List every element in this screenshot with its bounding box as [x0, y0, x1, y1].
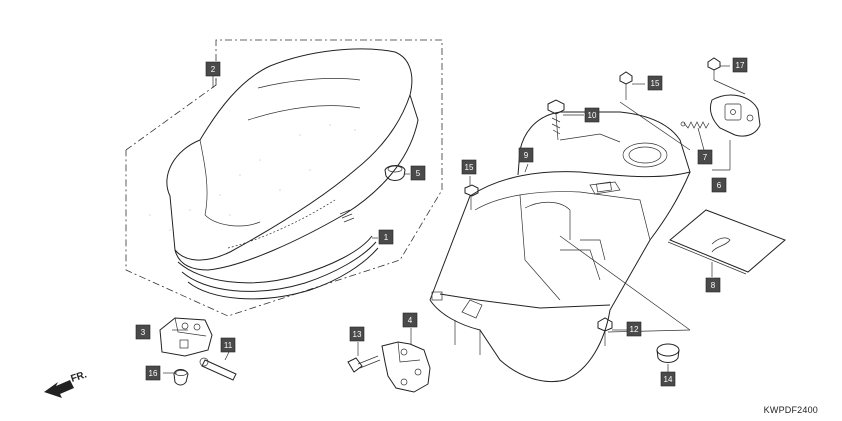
callout-15b[interactable]: 15 [647, 75, 663, 91]
callout-5-label: 5 [416, 169, 421, 178]
bolt-17[interactable] [707, 57, 721, 80]
callout-10[interactable]: 10 [584, 107, 600, 123]
callout-15b-box [647, 75, 663, 91]
manual-pouch[interactable] [667, 209, 786, 275]
callout-14[interactable]: 14 [660, 371, 676, 387]
callout-3-box [135, 324, 151, 340]
seat-band[interactable] [177, 209, 379, 300]
callout-8-box [705, 277, 721, 293]
seat-lock[interactable] [709, 94, 761, 137]
clip[interactable] [173, 369, 189, 386]
front-label: FR. [70, 369, 89, 385]
callout-boxes: 2 5 1 15 15 10 9 17 7 6 8 3 11 16 13 4 12 14 [135, 57, 748, 387]
callout-12-label: 12 [630, 325, 639, 334]
rubber-cap-14[interactable] [656, 343, 680, 363]
callout-6-label: 6 [717, 181, 722, 190]
callout-9[interactable]: 9 [518, 147, 534, 163]
hinge-pin[interactable] [199, 357, 237, 381]
spring[interactable] [680, 121, 710, 129]
hinge-bracket[interactable] [159, 317, 213, 357]
callout-2[interactable]: 2 [205, 61, 221, 77]
callout-4-box [402, 312, 418, 328]
callout-10-label: 10 [588, 111, 597, 120]
callout-12[interactable]: 12 [626, 321, 642, 337]
callout-7-label: 7 [703, 153, 708, 162]
callout-1-box [378, 229, 394, 245]
callout-11-box [220, 337, 236, 353]
seat-rubber[interactable] [384, 165, 406, 181]
callout-17[interactable]: 17 [732, 57, 748, 73]
callout-15a-label: 15 [465, 163, 474, 172]
bolt-10[interactable] [547, 99, 565, 141]
callout-13-label: 13 [353, 330, 362, 339]
callout-16-box [145, 365, 161, 381]
bolt-12[interactable] [597, 317, 613, 346]
callout-11[interactable]: 11 [220, 337, 236, 353]
diagram-code: KWPDF2400 [763, 405, 818, 415]
callout-9-box [518, 147, 534, 163]
front-direction-arrow: FR. [44, 369, 88, 398]
callout-3[interactable]: 3 [135, 324, 151, 340]
bolt-13[interactable] [347, 355, 381, 373]
callout-13-box [349, 326, 365, 342]
callout-3-label: 3 [141, 328, 146, 337]
callout-17-box [732, 57, 748, 73]
callout-16[interactable]: 16 [145, 365, 161, 381]
callout-10-box [584, 107, 600, 123]
callout-14-label: 14 [664, 375, 673, 384]
callout-8-label: 8 [711, 281, 716, 290]
callout-9-label: 9 [524, 151, 529, 160]
seat[interactable] [149, 48, 419, 271]
callout-7-box [697, 149, 713, 165]
leader-lines [163, 65, 746, 374]
callout-13[interactable]: 13 [349, 326, 365, 342]
callout-15a-box [461, 159, 477, 175]
bolt-15-left[interactable] [464, 184, 479, 210]
callout-5[interactable]: 5 [410, 165, 426, 181]
callout-4[interactable]: 4 [402, 312, 418, 328]
callout-7[interactable]: 7 [697, 149, 713, 165]
callout-16-label: 16 [149, 369, 158, 378]
callout-15b-label: 15 [651, 79, 660, 88]
callout-5-box [410, 165, 426, 181]
callout-2-label: 2 [211, 65, 216, 74]
callout-15a[interactable]: 15 [461, 159, 477, 175]
callout-14-box [660, 371, 676, 387]
callout-12-box [626, 321, 642, 337]
seat-hinge[interactable] [381, 341, 431, 393]
callout-6-box [711, 177, 727, 193]
callout-1-label: 1 [384, 233, 389, 242]
luggage-box[interactable] [429, 111, 691, 383]
callout-11-label: 11 [224, 341, 233, 350]
callout-6[interactable]: 6 [711, 177, 727, 193]
bolt-15-top[interactable] [619, 71, 633, 100]
callout-17-label: 17 [736, 61, 745, 70]
seat-group-frame [125, 39, 443, 317]
callout-2-box [205, 61, 221, 77]
callout-1[interactable]: 1 [378, 229, 394, 245]
callout-8[interactable]: 8 [705, 277, 721, 293]
callout-4-label: 4 [408, 316, 413, 325]
